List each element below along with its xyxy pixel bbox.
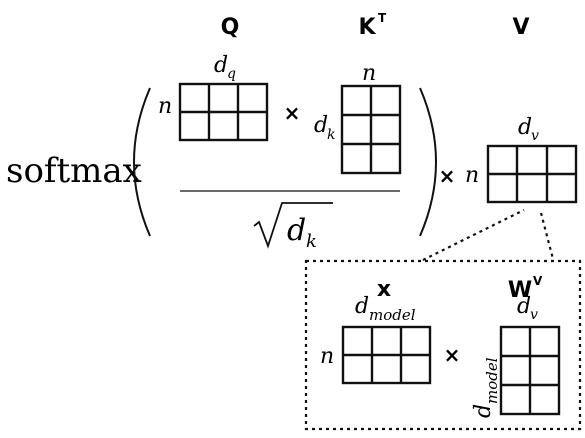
v-dim-d: d (518, 115, 532, 140)
w-rows-sub: model (483, 357, 501, 404)
sqrt-sign (253, 202, 333, 249)
sqrt-sub: k (306, 231, 317, 252)
x-matrix (341, 325, 432, 385)
left-parenthesis (133, 87, 151, 237)
k-transpose-superscript: T (378, 11, 387, 25)
x-dim-n: n (320, 344, 334, 369)
x-dim-d: d (355, 294, 369, 319)
w-dim-d: d (517, 294, 531, 319)
k-dim-sub: k (327, 127, 335, 143)
w-matrix (499, 325, 561, 416)
v-matrix (486, 144, 578, 204)
q-label: Q (221, 15, 240, 40)
x-dim-sub: model (369, 306, 416, 324)
times-operator: × (444, 343, 461, 367)
detail-box (304, 259, 582, 431)
v-label: V (512, 15, 529, 40)
k-dim-d: d (314, 113, 328, 138)
times-operator: × (439, 164, 456, 188)
zoom-line-left (422, 209, 525, 261)
v-dim-n: n (465, 163, 479, 188)
q-dim-n: n (158, 94, 172, 119)
zoom-line-right (539, 212, 555, 260)
k-dim-n: n (362, 61, 376, 86)
w-rows-d: d (471, 404, 496, 418)
k-matrix (340, 84, 402, 175)
q-matrix (178, 82, 269, 142)
w-rows-label: d model (471, 357, 501, 418)
softmax-label: softmax (6, 151, 142, 191)
sqrt-d: d (287, 213, 306, 248)
sqrt-dk: d k (253, 202, 333, 252)
w-superscript: V (533, 274, 543, 288)
x-label: x (377, 277, 391, 302)
w-dim-sub: v (530, 307, 538, 323)
k-label: K (358, 15, 376, 40)
q-dim-sub: q (227, 66, 236, 82)
v-dim-sub: v (531, 128, 539, 144)
w-label: W (508, 278, 532, 303)
times-operator: × (284, 101, 301, 125)
q-dim-d: d (214, 53, 228, 78)
right-parenthesis (419, 87, 437, 237)
